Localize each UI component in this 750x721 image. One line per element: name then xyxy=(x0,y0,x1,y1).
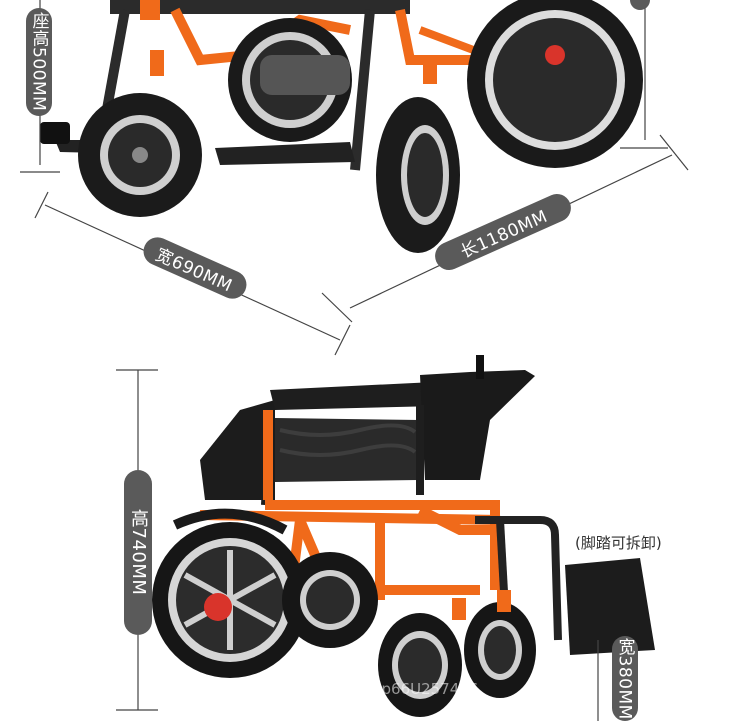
top-wheelchair xyxy=(40,0,643,253)
watermark: shop66U257446 xyxy=(355,680,479,698)
folded-hub-cap xyxy=(204,593,232,621)
footrest-detachable-note: (脚踏可拆卸) xyxy=(575,534,662,552)
folded-controller xyxy=(420,370,535,480)
bottom-dimension-lines xyxy=(116,369,599,721)
folded-footplate xyxy=(565,558,655,655)
height-label: 高740MM xyxy=(124,470,152,635)
seat-height-label: 座高500MM xyxy=(26,8,52,116)
width-folded-label: 宽380MM xyxy=(612,636,638,721)
folded-wheelchair xyxy=(152,355,655,717)
top-seat xyxy=(110,0,410,14)
top-motor xyxy=(260,55,350,95)
folded-backrest-bag xyxy=(200,400,275,500)
top-footrest-right xyxy=(215,142,355,165)
